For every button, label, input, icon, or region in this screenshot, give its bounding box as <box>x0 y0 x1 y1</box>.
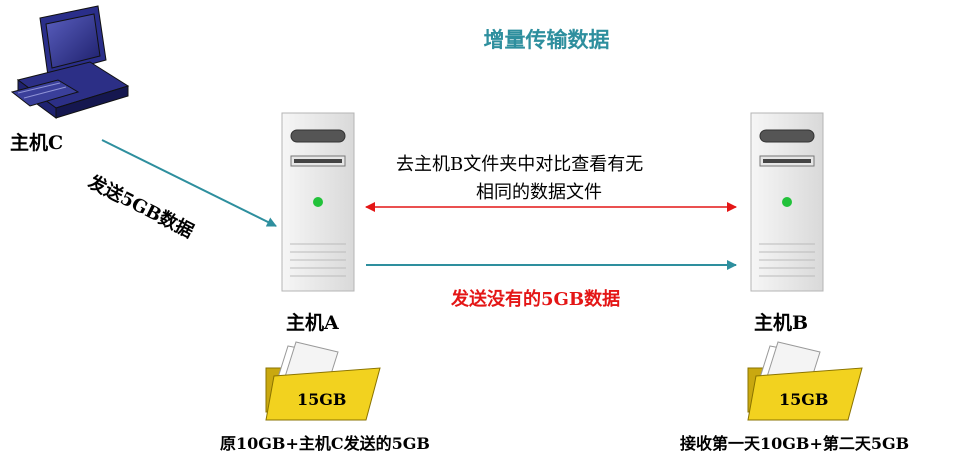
computer-icon <box>10 5 130 119</box>
host-a-label: 主机A <box>286 312 339 334</box>
folder-a-icon <box>265 341 381 421</box>
folder-b-caption: 接收第一天10GB+第二天5GB <box>680 434 910 453</box>
host-b-label: 主机B <box>754 312 809 334</box>
arrow-c-to-a <box>101 139 277 227</box>
folder-b-icon <box>747 341 863 421</box>
compare-label-line1: 去主机B文件夹中对比查看有无 <box>396 154 644 175</box>
server-b-icon <box>750 112 824 292</box>
diagram-title: 增量传输数据 <box>483 27 610 52</box>
send-arrow-label: 发送没有的5GB数据 <box>451 289 621 310</box>
folder-a-size: 15GB <box>297 390 347 409</box>
compare-label-line2: 相同的数据文件 <box>476 182 602 203</box>
folder-b-size: 15GB <box>779 390 829 409</box>
folder-a-caption: 原10GB+主机C发送的5GB <box>220 434 430 453</box>
server-a-icon <box>281 112 355 292</box>
host-c-label: 主机C <box>10 132 64 154</box>
